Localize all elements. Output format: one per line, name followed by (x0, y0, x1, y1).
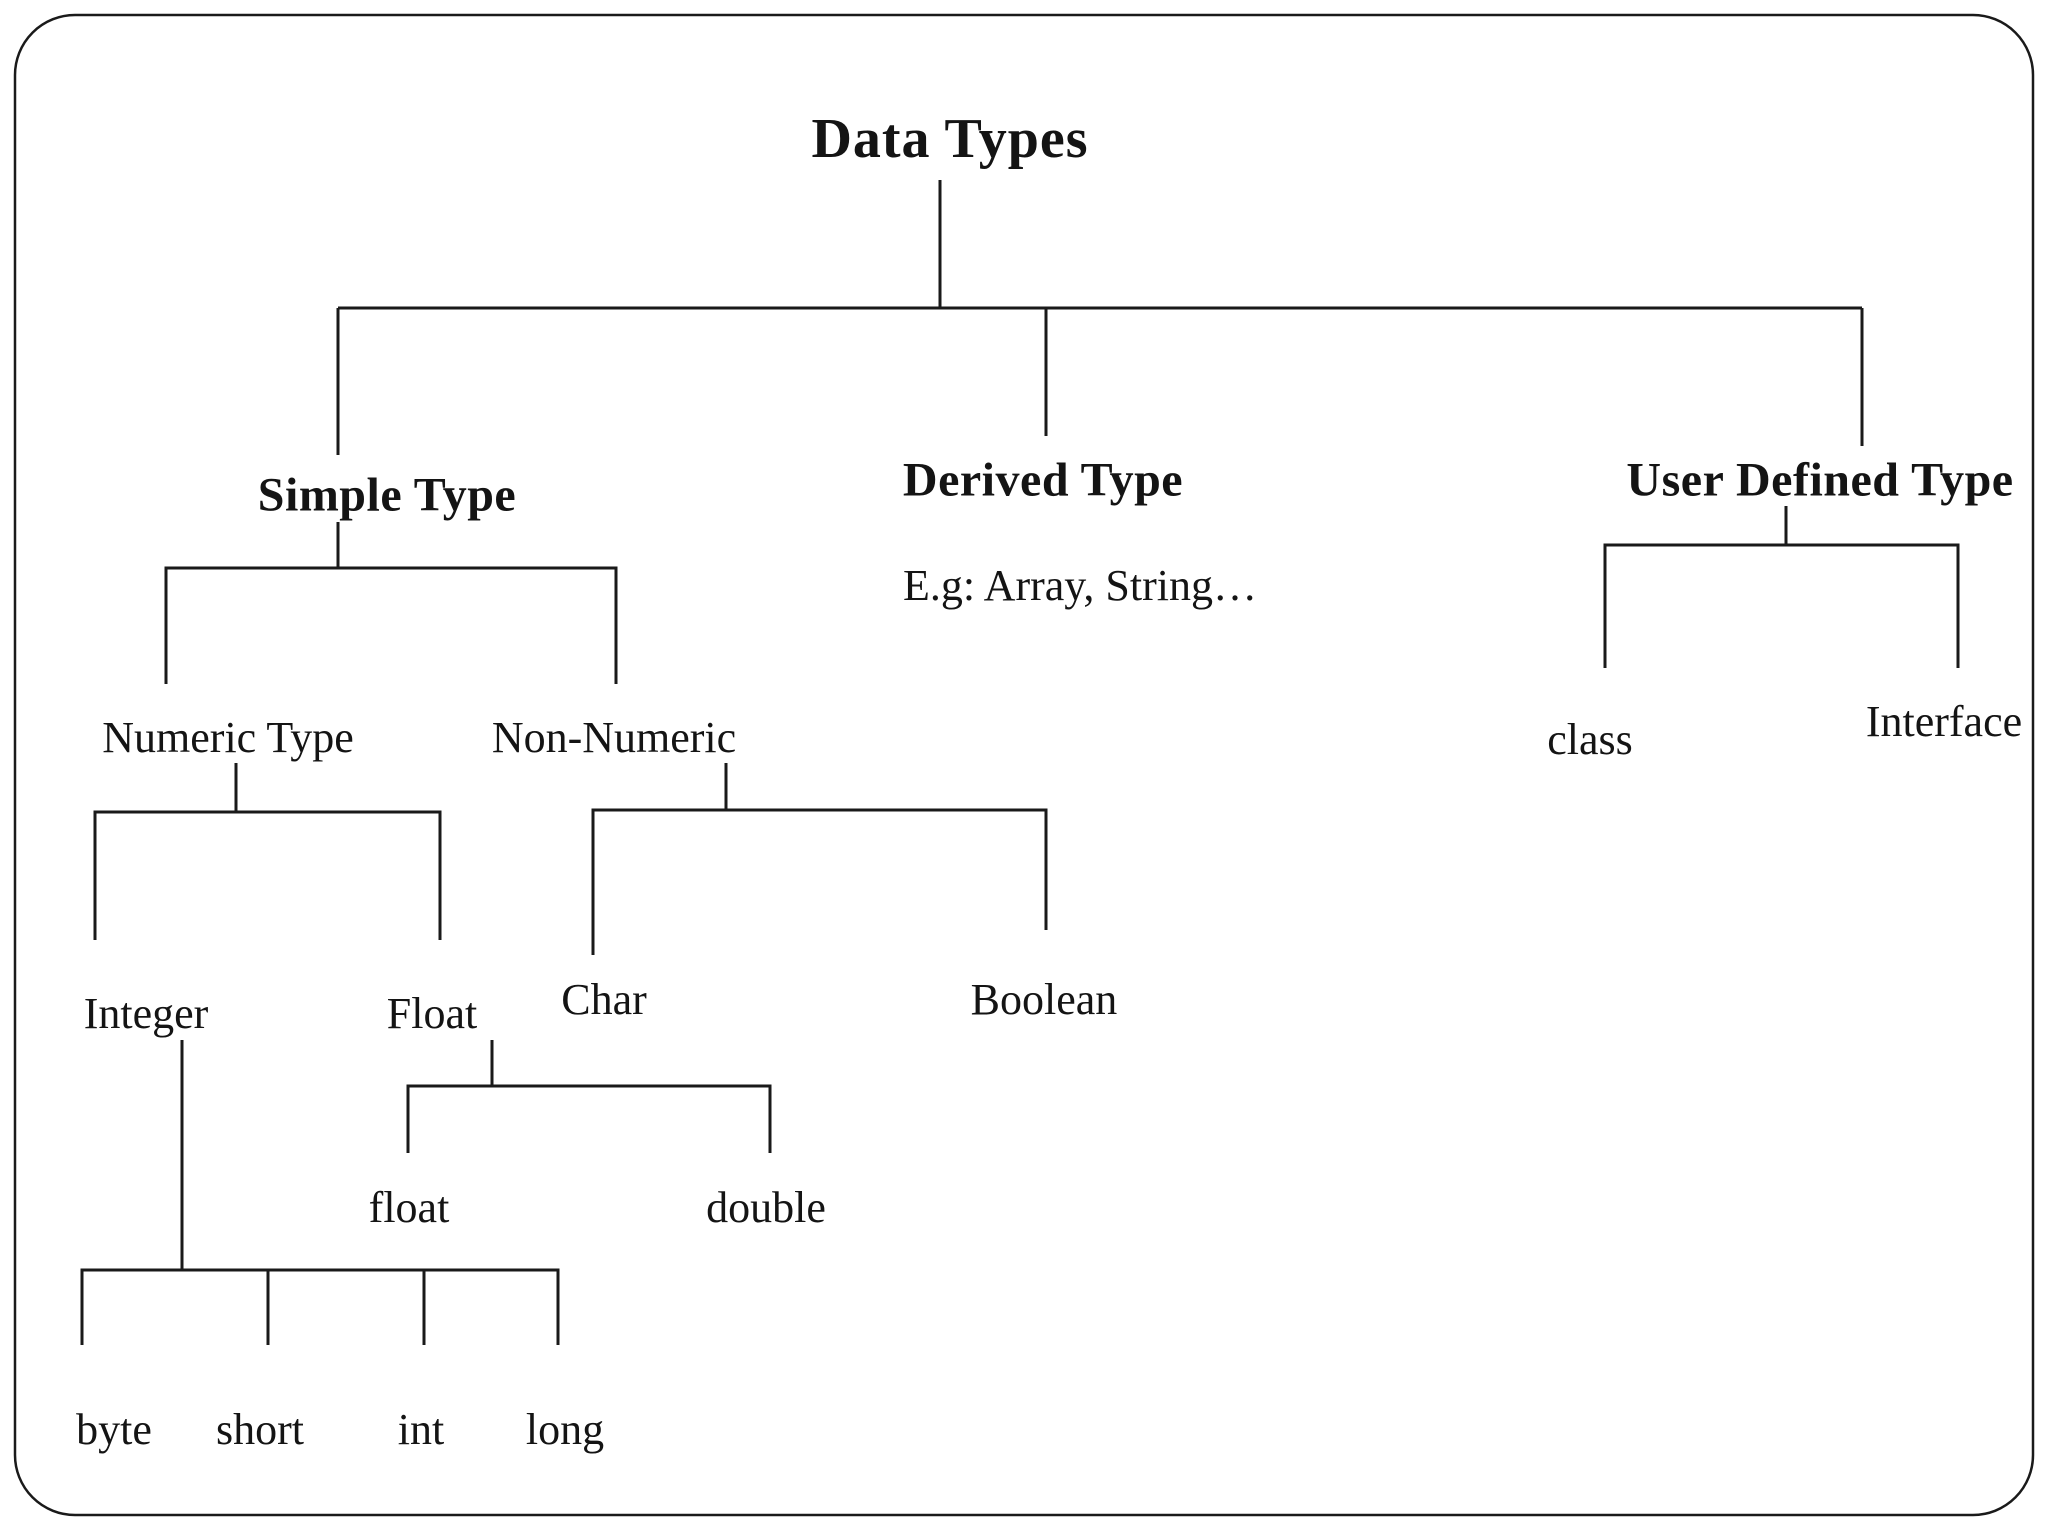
node-derived-type: Derived Type (902, 453, 1184, 507)
node-char: Char (561, 974, 647, 1024)
node-long: long (525, 1404, 605, 1454)
node-double: double (706, 1182, 826, 1232)
node-data-types: Data Types (811, 108, 1089, 171)
derived-type-example: E.g: Array, String… (903, 560, 1257, 610)
node-integer: Integer (83, 988, 209, 1038)
connector-float-bracket (406, 1084, 772, 1153)
node-user-defined-type: User Defined Type (1626, 453, 2014, 507)
connector-numeric-type-bracket (93, 810, 442, 940)
node-int: int (397, 1404, 445, 1454)
connector-user-defined-bracket (1603, 543, 1960, 668)
node-simple-type: Simple Type (257, 468, 517, 522)
node-short: short (216, 1404, 304, 1454)
node-byte: byte (76, 1404, 152, 1454)
page-border (13, 13, 2035, 1517)
connector-simple-type-bracket (164, 566, 618, 684)
node-boolean: Boolean (970, 974, 1118, 1024)
node-float: float (368, 1182, 450, 1232)
connector-integer-bracket (80, 1268, 560, 1345)
node-class: class (1547, 714, 1633, 764)
node-float-group: Float (386, 988, 478, 1038)
node-interface: Interface (1865, 696, 2023, 746)
node-numeric-type: Numeric Type (102, 712, 354, 762)
node-non-numeric: Non-Numeric (491, 712, 737, 762)
connector-non-numeric-bracket (591, 808, 1048, 955)
